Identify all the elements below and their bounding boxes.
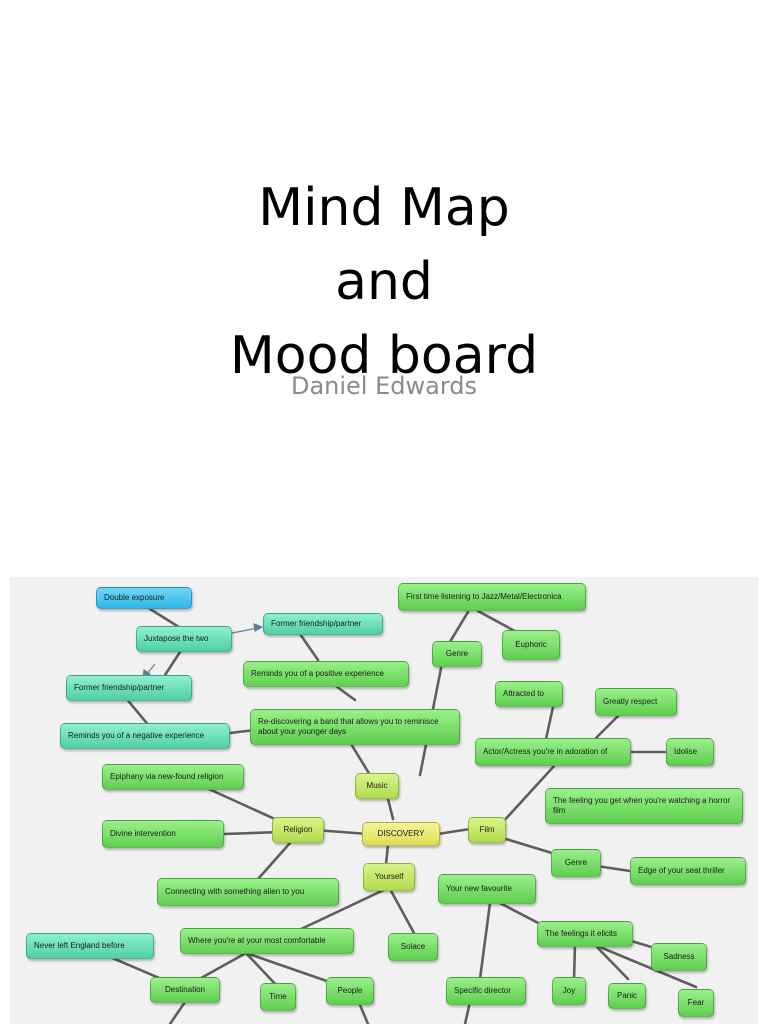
node-discovery-center: DISCOVERY [362, 822, 440, 846]
node-horror-feeling: The feeling you get when you're watching… [545, 788, 743, 824]
node-negative-experience: Reminds you of a negative experience [60, 723, 230, 749]
node-genre-music: Genre [432, 641, 482, 667]
node-joy: Joy [552, 977, 586, 1005]
node-double-exposure: Double exposure [96, 587, 192, 609]
node-specific-director: Specific director [446, 977, 526, 1005]
node-first-time-listening: First time listening to Jazz/Metal/Elect… [398, 583, 586, 611]
node-yourself: Yourself [363, 863, 415, 891]
node-edge-of-seat: Edge of your seat thriller [630, 857, 746, 885]
node-juxtapose: Juxtapose the two [136, 626, 232, 652]
node-former-friendship-b: Former friendship/partner [66, 675, 192, 701]
node-most-comfortable: Where you're at your most comfortable [180, 928, 354, 954]
node-sadness: Sadness [651, 943, 707, 971]
node-fear: Fear [678, 989, 714, 1017]
node-epiphany: Epiphany via new-found religion [102, 764, 244, 790]
node-greatly-respect: Greatly respect [595, 688, 677, 716]
node-positive-experience: Reminds you of a positive experience [243, 661, 409, 687]
author-name: Daniel Edwards [290, 372, 478, 400]
node-former-friendship-a: Former friendship/partner [263, 613, 383, 635]
node-feelings-elicits: The feelings it elicits [537, 921, 633, 947]
title-line-2: and [335, 251, 433, 312]
title-line-3: Mood board [229, 325, 539, 386]
node-connecting-alien: Connecting with something alien to you [157, 878, 339, 906]
node-idolise: Idolise [666, 738, 714, 766]
node-divine-intervention: Divine intervention [102, 820, 224, 848]
node-destination: Destination [150, 977, 220, 1003]
node-people: People [326, 977, 374, 1005]
node-never-left-england: Never left England before [26, 933, 154, 959]
title-line-1: Mind Map [258, 177, 510, 238]
mind-map: Double exposure Juxtapose the two Former… [10, 577, 758, 1024]
node-new-favourite: Your new favourite [438, 874, 536, 904]
slide-title: Mind Map and Mood board [0, 171, 768, 393]
node-panic: Panic [608, 983, 646, 1009]
node-euphoric: Euphoric [502, 630, 560, 660]
node-actor-actress: Actor/Actress you're in adoration of [475, 738, 631, 766]
node-rediscovering-band: Re-discovering a band that allows you to… [250, 709, 460, 745]
node-attracted-to: Attracted to [495, 681, 563, 707]
node-religion: Religion [272, 817, 324, 843]
node-solace: Solace [388, 933, 438, 961]
node-time: Time [260, 983, 296, 1011]
node-film: Film [468, 817, 506, 843]
node-genre-film: Genre [551, 849, 601, 877]
node-music: Music [355, 773, 399, 799]
